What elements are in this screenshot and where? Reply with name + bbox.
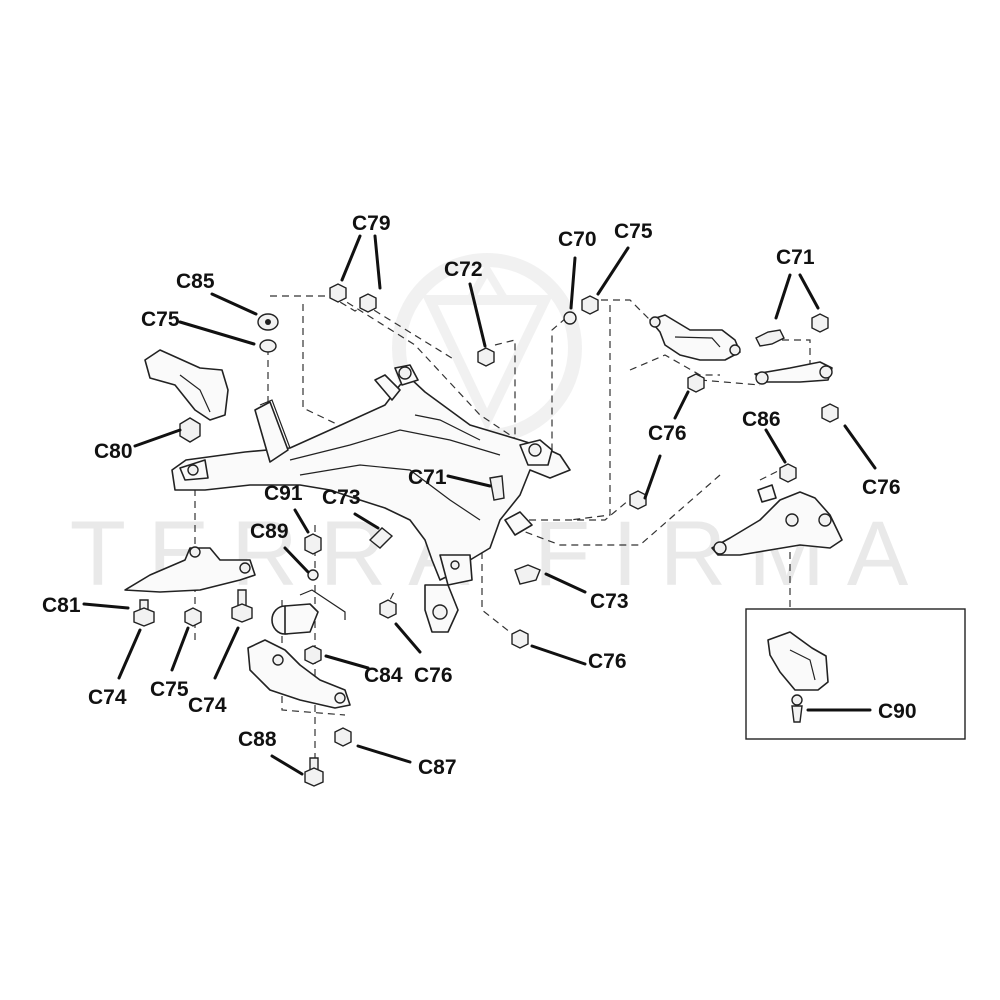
callout-c84: C84 — [364, 664, 403, 687]
callout-c86: C86 — [742, 408, 781, 431]
callout-c88: C88 — [238, 728, 277, 751]
callout-c75-upper: C75 — [614, 220, 653, 243]
callout-c73-right: C73 — [590, 590, 629, 613]
callout-c73-left: C73 — [322, 486, 361, 509]
callout-c79: C79 — [352, 212, 391, 235]
callout-labels: C79 C85 C75 C72 C70 C75 C71 C80 C76 C86 … — [42, 212, 917, 779]
callout-c76-mid: C76 — [648, 422, 687, 445]
callout-c91: C91 — [264, 482, 303, 505]
inset-detail-box — [745, 608, 966, 740]
callout-c75-bottom: C75 — [150, 678, 189, 701]
callout-c87: C87 — [418, 756, 457, 779]
upper-control-arm — [649, 314, 741, 361]
lateral-link — [754, 361, 833, 385]
callout-c80: C80 — [94, 440, 133, 463]
callout-c71-right: C71 — [776, 246, 815, 269]
callout-c75-top: C75 — [141, 308, 180, 331]
diff-bushing — [271, 589, 346, 635]
callout-c85: C85 — [176, 270, 215, 293]
callout-c90: C90 — [878, 700, 917, 723]
assembly-guide-lines — [194, 295, 811, 780]
callout-c74-mid: C74 — [188, 694, 227, 717]
callout-c89: C89 — [250, 520, 289, 543]
callout-c74-left: C74 — [88, 686, 127, 709]
rear-subframe — [171, 364, 571, 633]
callout-c81: C81 — [42, 594, 81, 617]
differential-mount-plate — [124, 546, 256, 593]
callout-c70: C70 — [558, 228, 597, 251]
left-bracket — [144, 349, 229, 421]
lower-control-arm — [711, 484, 843, 556]
callout-c71-center: C71 — [408, 466, 447, 489]
callout-c72: C72 — [444, 258, 483, 281]
leader-lines — [82, 234, 877, 776]
differential-support-plate — [247, 639, 351, 709]
callout-c76-lower: C76 — [588, 650, 627, 673]
callout-c76-right: C76 — [862, 476, 901, 499]
callout-c76-bottom: C76 — [414, 664, 453, 687]
fasteners — [133, 283, 839, 787]
